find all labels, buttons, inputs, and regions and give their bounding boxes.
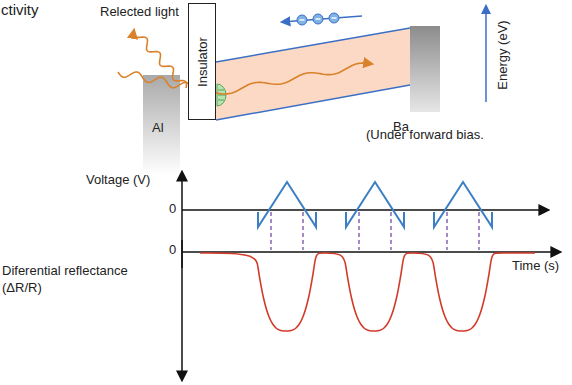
transmitted-light: [216, 63, 372, 94]
axis-label: Voltage (V): [86, 173, 150, 188]
time-marker: [390, 212, 391, 250]
insulator-layer: Insulator: [188, 3, 216, 120]
reflectance-trace: [200, 253, 535, 331]
cropped-title: ctivity: [1, 1, 39, 18]
band-region: [216, 28, 410, 120]
bias-note: (Under forward bias.: [366, 128, 484, 143]
reflected-light: [134, 30, 187, 88]
axis-label: Time (s): [512, 259, 559, 274]
band-edge: [216, 85, 410, 120]
light-label: Relected light: [100, 5, 179, 20]
time-marker: [478, 212, 479, 250]
axis-zero: 0: [169, 243, 176, 258]
electron: [297, 15, 307, 25]
time-marker: [358, 212, 359, 250]
electron-sign: [332, 17, 337, 18]
electron-sign: [316, 18, 321, 19]
signal-traces: [118, 30, 535, 331]
layer-label: Insulator: [195, 36, 210, 88]
trap-level: [218, 90, 224, 91]
electron: [329, 13, 339, 23]
voltage-waveform: [346, 182, 404, 227]
axis-label: Energy (eV): [496, 20, 511, 89]
voltage-zero-line: [182, 209, 548, 211]
trap-level: [218, 100, 224, 101]
axis-label: (ΔR/R): [2, 281, 42, 296]
time-marker: [446, 212, 447, 250]
trapped-states: [217, 84, 226, 106]
al-electrode: [143, 75, 180, 175]
voltage-waveform: [434, 182, 492, 227]
band-edge: [216, 28, 410, 62]
electrode-label: Al: [152, 121, 164, 136]
voltage-waveform: [258, 182, 316, 227]
time-marker: [270, 212, 271, 250]
axis-label: Diferential reflectance: [2, 264, 128, 279]
time-marker: [302, 212, 303, 250]
electron: [313, 14, 323, 24]
reflectance-axis: [181, 240, 183, 380]
electron-sign: [300, 19, 305, 20]
ba-electrode: [410, 26, 440, 112]
axis-zero: 0: [169, 202, 176, 217]
electrons: [297, 13, 339, 25]
energy-axis: [485, 6, 487, 102]
